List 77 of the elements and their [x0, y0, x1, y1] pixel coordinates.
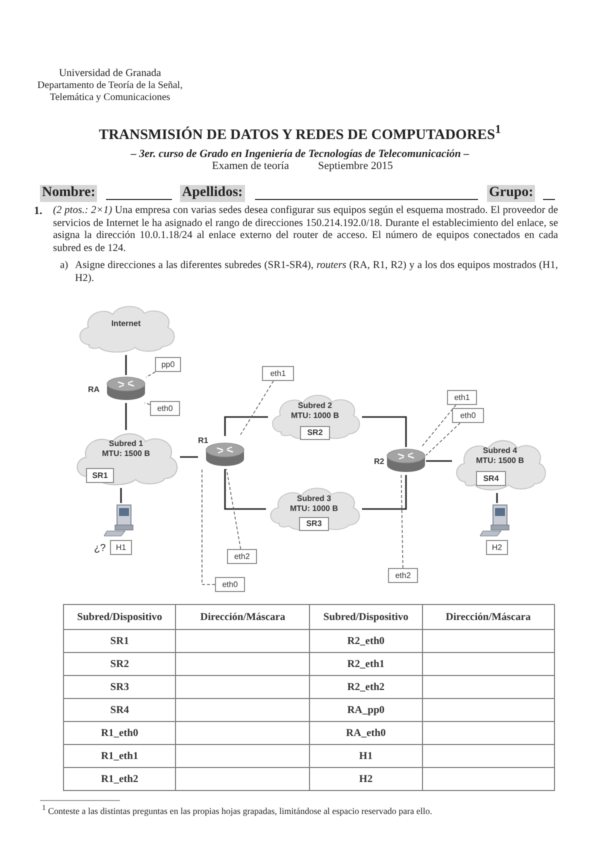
table-cell: H1 — [310, 744, 422, 768]
cloud-label: MTU: 1000 B — [290, 504, 338, 514]
table-cell: R2_eth1 — [310, 652, 422, 676]
leader-line — [239, 380, 274, 436]
cloud-label: Internet — [111, 319, 141, 329]
form-label: Apellidos: — [180, 185, 245, 202]
network-link — [125, 355, 127, 375]
question-number: 1. — [34, 205, 42, 218]
table-cell: SR3 — [64, 676, 176, 698]
leader-line — [202, 468, 216, 585]
subnet-tag: SR4 — [476, 471, 506, 486]
network-link — [426, 460, 452, 462]
table-cell: RA_pp0 — [310, 698, 422, 722]
footnote: $^{1}$ Conteste a las distintas preguntas en las propias hojas grapadas, limitándose al espacio reservado para ello. — [42, 806, 434, 817]
subnet-tag: SR3 — [299, 517, 329, 531]
department-name: Departamento de Teoría de la Señal, Telemática y Comunicaciones — [36, 80, 184, 104]
table-header-cell: Subred/Dispositivo — [310, 604, 422, 630]
table-cell: R1_eth1 — [64, 744, 176, 768]
table-cell: R1_eth2 — [64, 768, 176, 790]
leader-line — [144, 402, 150, 405]
university-name: Universidad de Granada — [58, 68, 162, 81]
exam-type: Examen de teoría — [212, 160, 289, 174]
network-link — [180, 456, 198, 458]
leader-line — [426, 422, 460, 456]
exam-date: Septiembre 2015 — [318, 160, 393, 174]
network-link — [362, 416, 407, 447]
interface-label: pp0 — [155, 357, 181, 372]
course-subtitle: – 3er. curso de Grado en Ingeniería de Tecnologías de Telecomunicación – — [130, 148, 470, 161]
leader-line — [226, 468, 242, 550]
form-label: Nombre: — [40, 185, 98, 202]
table-cell: R1_eth0 — [64, 722, 176, 744]
network-link — [224, 416, 268, 436]
cloud-label: Subred 2 — [298, 401, 332, 411]
cloud-label: Subred 1 — [108, 439, 144, 449]
table-cell: SR2 — [64, 652, 176, 676]
cloud-label: MTU: 1000 B — [290, 411, 339, 421]
router-label: R1 — [198, 436, 208, 445]
table-cell: SR4 — [64, 698, 176, 722]
host-label: H1 — [110, 540, 132, 555]
network-link — [362, 475, 407, 510]
interface-label: eth1 — [447, 390, 477, 405]
cloud-label: Subred 4 — [482, 446, 518, 456]
router-label: RA — [88, 384, 101, 394]
cloud-label: MTU: 1500 B — [102, 449, 150, 459]
table-header-cell: Dirección/Máscara — [176, 604, 310, 630]
host-note: ¿? — [94, 543, 106, 555]
table-cell: RA_eth0 — [310, 722, 422, 744]
network-link — [120, 488, 122, 503]
cloud-label: Subred 3 — [296, 494, 332, 504]
leader-line — [421, 404, 456, 448]
leader-line — [146, 372, 156, 378]
interface-label: eth0 — [215, 577, 245, 592]
router-label: R2 — [374, 456, 386, 466]
subnet-tag: SR1 — [86, 468, 114, 483]
interface-label: eth0 — [452, 408, 484, 423]
interface-label: eth1 — [262, 366, 294, 381]
table-header-cell: Subred/Dispositivo — [64, 604, 176, 630]
interface-label: eth2 — [388, 568, 418, 583]
table-header-cell: Dirección/Máscara — [422, 604, 554, 630]
cloud-label: MTU: 1500 B — [476, 456, 524, 466]
interface-label: eth2 — [227, 549, 257, 564]
exam-title: TRANSMISIÓN DE DATOS Y REDES DE COMPUTADORES$^{1}$ — [98, 127, 502, 143]
question-item: Asigne direcciones a las diferentes subredes (SR1-SR4), routers (RA, R1, R2) y a los dos equipos mostrados (H1, H2). — [75, 260, 558, 286]
subnet-tag: SR2 — [300, 426, 330, 440]
leader-line — [400, 474, 404, 568]
network-link — [224, 469, 266, 510]
table-cell: H2 — [310, 768, 422, 790]
form-label: Grupo: — [487, 185, 536, 202]
table-cell: SR1 — [64, 630, 176, 652]
host-label: H2 — [486, 540, 508, 555]
question-text: (2 ptos.: 2×1) Una empresa con varias sedes desea configurar sus equipos según el esquema mostrado. El proveedor de servicios de Internet le ha asignado el rango de direcciones 150.214.192.0/18. Durante el establecimiento del enlace, se asigna la dirección 10.0.1.18/24 al enlace externo del router de acceso. El número de equipos conectados en cada subred es de 124. — [53, 205, 558, 256]
interface-label: eth0 — [150, 401, 180, 416]
network-link — [496, 493, 498, 503]
table-cell: R2_eth0 — [310, 630, 422, 652]
table-cell: R2_eth2 — [310, 676, 422, 698]
network-link — [125, 403, 127, 430]
item-letter: a) — [60, 260, 68, 273]
